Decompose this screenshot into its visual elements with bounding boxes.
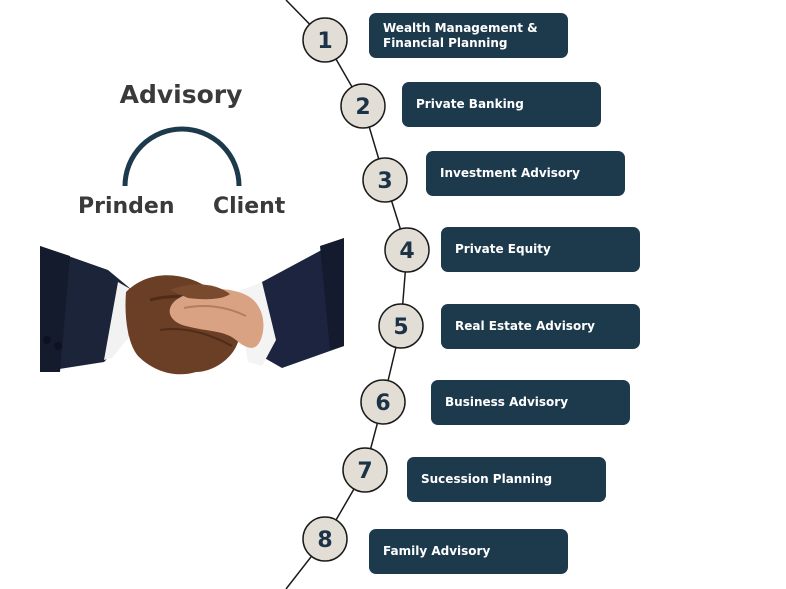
service-box-6: Business Advisory <box>431 380 630 425</box>
service-label: Sucession Planning <box>421 472 553 486</box>
timeline-curve <box>285 0 408 589</box>
step-circle <box>384 227 430 273</box>
service-box-5: Real Estate Advisory <box>441 304 640 349</box>
step-node-2: 2 <box>340 83 386 129</box>
step-node-1: 1 <box>302 17 348 63</box>
diagram-title: Advisory <box>119 80 243 109</box>
step-node-8: 8 <box>302 516 348 562</box>
service-box-4: Private Equity <box>441 227 640 272</box>
step-number: 7 <box>357 459 372 484</box>
service-box-8: Family Advisory <box>369 529 568 574</box>
step-circle <box>340 83 386 129</box>
step-number: 4 <box>399 239 414 264</box>
step-circle <box>360 379 406 425</box>
service-label: Private Banking <box>416 97 524 111</box>
handshake-image <box>40 238 344 375</box>
party-prinden: Prinden <box>78 194 175 219</box>
step-number: 6 <box>375 391 390 416</box>
step-number: 8 <box>317 528 332 553</box>
service-box-3: Investment Advisory <box>426 151 625 196</box>
step-circle <box>378 303 424 349</box>
service-label: Wealth Management & Financial Planning <box>383 20 538 50</box>
step-circle <box>302 516 348 562</box>
service-label: Investment Advisory <box>440 166 580 180</box>
step-node-4: 4 <box>384 227 430 273</box>
step-node-3: 3 <box>362 157 408 203</box>
service-label: Family Advisory <box>383 544 491 558</box>
step-number: 3 <box>377 169 392 194</box>
step-node-7: 7 <box>342 447 388 493</box>
service-box-7: Sucession Planning <box>407 457 606 502</box>
service-label: Business Advisory <box>445 395 569 409</box>
service-label: Real Estate Advisory <box>455 319 595 333</box>
service-box-1: Wealth Management & Financial Planning <box>369 13 568 58</box>
service-label: Private Equity <box>455 242 551 256</box>
step-circle <box>362 157 408 203</box>
service-box-2: Private Banking <box>402 82 601 127</box>
step-circle <box>342 447 388 493</box>
step-circle <box>302 17 348 63</box>
party-client: Client <box>213 194 286 219</box>
step-number: 1 <box>317 29 332 54</box>
step-number: 5 <box>393 315 408 340</box>
step-number: 2 <box>355 95 370 120</box>
step-node-5: 5 <box>378 303 424 349</box>
connection-arc <box>122 126 242 187</box>
step-node-6: 6 <box>360 379 406 425</box>
